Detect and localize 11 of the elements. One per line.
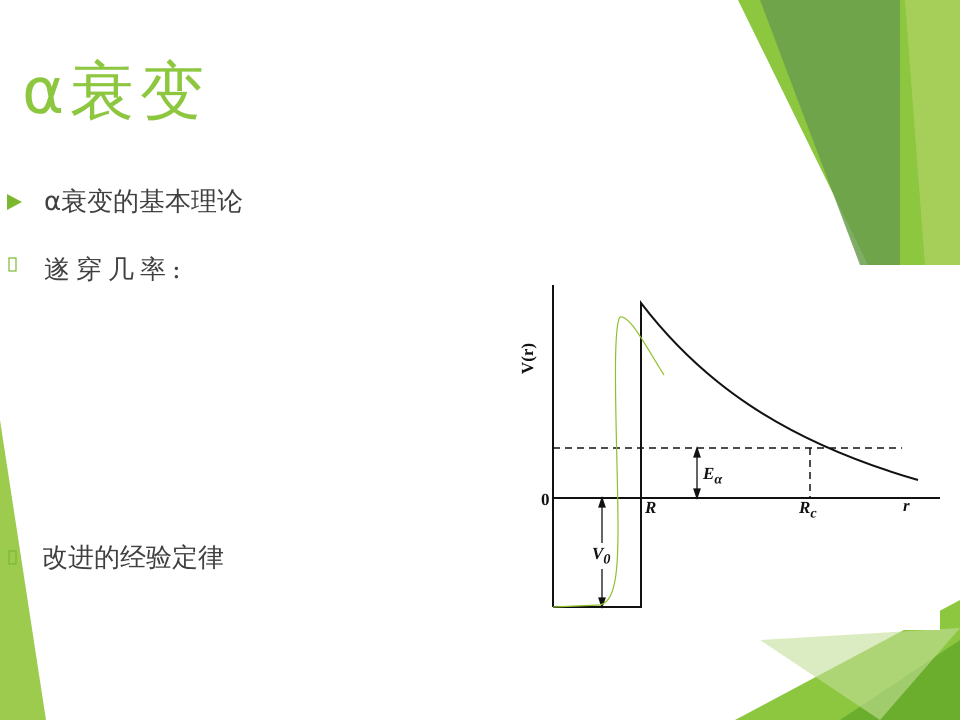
bullet-text: 改进的经验定律: [42, 542, 224, 575]
axis-label: r: [903, 497, 910, 514]
bullet-text: α衰变的基本理论: [44, 186, 244, 219]
axis-label: V(r): [519, 342, 536, 374]
axis-label: R$_{c}$: [799, 499, 817, 521]
bullet-text: 遂穿几率:: [44, 254, 187, 287]
slide-title: α衰变: [22, 54, 210, 131]
axis-label: E$_{α}$: [703, 465, 722, 487]
axis-label: R: [645, 499, 656, 516]
axis-label: 0: [541, 491, 550, 508]
axis-label: V$_{0}$: [592, 543, 610, 569]
